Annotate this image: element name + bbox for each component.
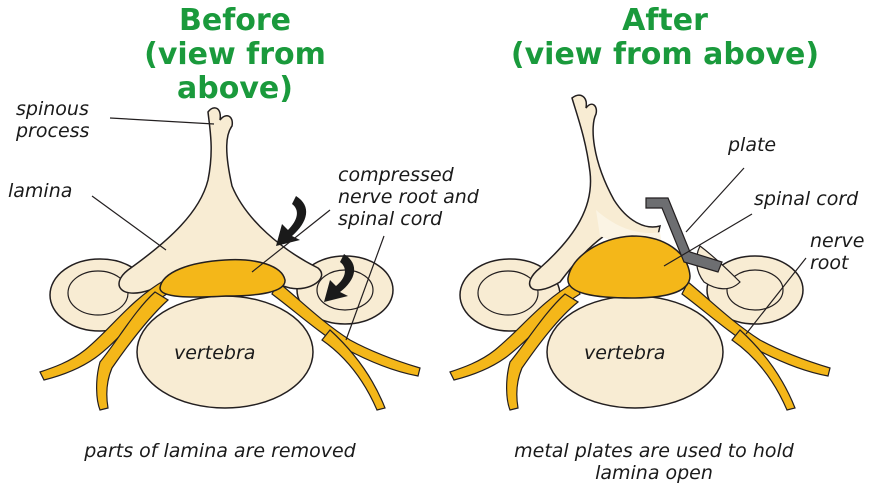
label-compressed-line3: spinal cord [338, 208, 479, 230]
after-heading: After (view from above) [505, 4, 825, 72]
label-spinous-line1: spinous [16, 98, 89, 120]
label-nerve-root: nerve root [810, 230, 864, 274]
leader-lamina [92, 196, 166, 250]
before-subtitle: (view from above) [95, 38, 375, 106]
after-caption-line2: lamina open [444, 462, 864, 484]
leader-spinous-process [110, 118, 214, 124]
label-vertebra-after: vertebra [584, 342, 665, 364]
label-compressed: compressed nerve root and spinal cord [338, 164, 479, 230]
before-title: Before [95, 4, 375, 38]
label-spinous-process: spinous process [16, 98, 89, 142]
leader-plate [686, 168, 744, 232]
after-title: After [505, 4, 825, 38]
compression-arrow-upper [276, 196, 306, 246]
label-compressed-line2: nerve root and [338, 186, 479, 208]
label-vertebra-before: vertebra [174, 342, 255, 364]
after-subtitle: (view from above) [505, 38, 825, 72]
label-nerve-line1: nerve [810, 230, 864, 252]
label-spinal-cord: spinal cord [754, 188, 858, 210]
after-caption: metal plates are used to hold lamina ope… [444, 440, 864, 484]
after-caption-line1: metal plates are used to hold [444, 440, 864, 462]
label-plate: plate [728, 134, 776, 156]
before-vertebra-illustration [40, 108, 420, 410]
label-nerve-line2: root [810, 252, 864, 274]
before-caption: parts of lamina are removed [20, 440, 420, 462]
label-lamina: lamina [8, 180, 72, 202]
label-compressed-line1: compressed [338, 164, 479, 186]
left-articular-facet [68, 271, 128, 315]
label-spinous-line2: process [16, 120, 89, 142]
before-heading: Before (view from above) [95, 4, 375, 106]
after-right-articular-facet [727, 270, 783, 310]
after-left-articular-facet [478, 271, 538, 315]
